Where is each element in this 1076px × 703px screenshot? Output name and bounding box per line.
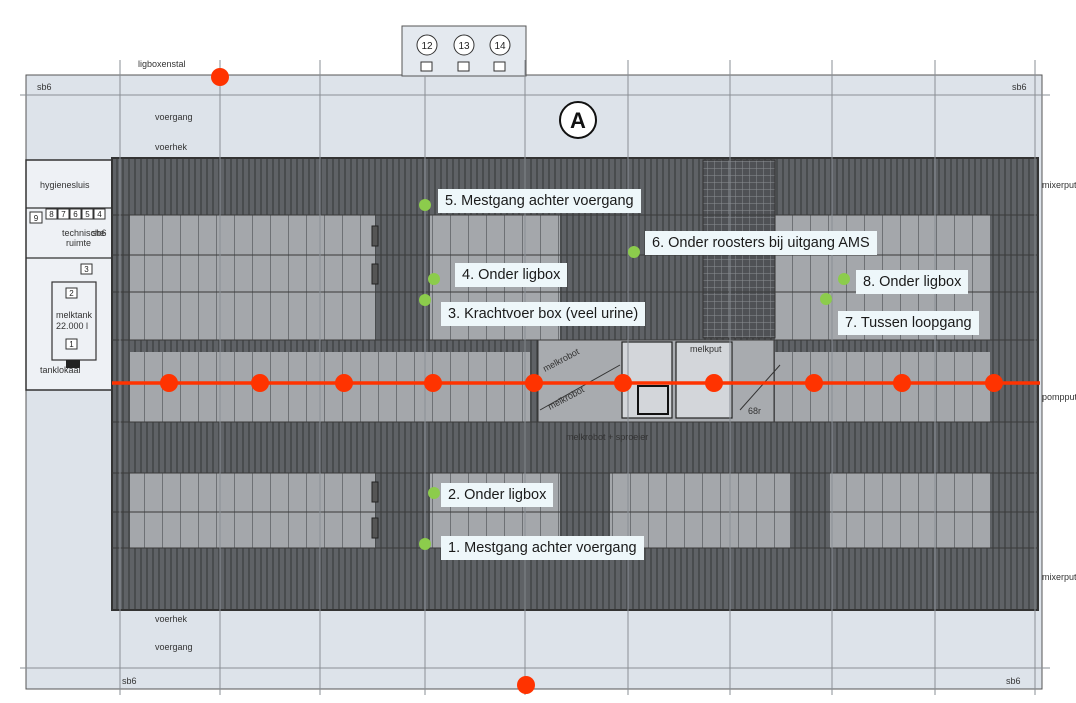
red-point-bottom [517, 676, 535, 694]
sb6-label: sb6 [122, 676, 137, 686]
red-point [160, 374, 178, 392]
annotation-3: 3. Krachtvoer box (veel urine) [441, 302, 646, 326]
building-name: ligboxenstal [138, 59, 186, 69]
red-point [614, 374, 632, 392]
sb6-label: sb6 [37, 82, 52, 92]
red-point [335, 374, 353, 392]
voerhek-top-label: voerhek [155, 142, 188, 152]
annotation-4: 4. Onder ligbox [455, 263, 568, 287]
red-point [985, 374, 1003, 392]
annotation-8: 8. Onder ligbox [856, 270, 969, 294]
annotation-6: 6. Onder roosters bij uitgang AMS [645, 231, 877, 255]
green-point-4 [428, 273, 440, 285]
green-sample-points [419, 199, 850, 550]
annotation-7: 7. Tussen loopgang [838, 311, 979, 335]
melkput-label: melkput [690, 344, 722, 354]
voerhek-bottom-label: voerhek [155, 614, 188, 624]
room-number: 6 [73, 210, 78, 219]
green-point-3 [419, 294, 431, 306]
bay-number: 13 [458, 41, 470, 52]
left-rooms [25, 159, 113, 391]
size-label: 68r [748, 406, 761, 416]
stall-markers [371, 225, 379, 539]
room-number: 7 [61, 210, 66, 219]
red-point [893, 374, 911, 392]
red-point [705, 374, 723, 392]
pompput-label: pompput [1042, 392, 1076, 402]
hygienesluis-label: hygienesluis [40, 180, 90, 190]
annotation-2: 2. Onder ligbox [441, 483, 554, 507]
bay-number: 14 [494, 41, 506, 52]
red-sample-points [160, 68, 1003, 694]
sb6-side-label: sb6 [92, 228, 107, 238]
bay-number: 12 [421, 41, 433, 52]
green-point-1 [419, 538, 431, 550]
melktank-label: melktank [56, 310, 93, 320]
mixerput-label: mixerput [1042, 572, 1076, 582]
bay-numbers: 12 13 14 [416, 34, 511, 72]
voergang-top-label: voergang [155, 112, 193, 122]
tank-number: 2 [69, 289, 74, 298]
section-a-label: A [570, 108, 586, 133]
room-number: 8 [49, 210, 54, 219]
technische-label: technische [62, 228, 105, 238]
annotation-5: 5. Mestgang achter voergang [438, 189, 641, 213]
melkrobot-sproeier-label: melkrobot + sproeier [566, 432, 648, 442]
tanklokaal-label: tanklokaal [40, 365, 81, 375]
tank-number: 1 [69, 340, 74, 349]
ruimte-label: ruimte [66, 238, 91, 248]
green-point-6 [628, 246, 640, 258]
green-point-7 [820, 293, 832, 305]
section-a-circle [559, 101, 597, 139]
small-room-numbers: 8 7 6 5 4 9 3 2 1 [29, 208, 106, 350]
melktank-volume-label: 22.000 l [56, 321, 88, 331]
green-point-2 [428, 487, 440, 499]
room-number: 5 [85, 210, 90, 219]
annotation-1: 1. Mestgang achter voergang [441, 536, 644, 560]
red-point [525, 374, 543, 392]
red-point [424, 374, 442, 392]
red-point-top [211, 68, 229, 86]
mixerput-label: mixerput [1042, 180, 1076, 190]
sb6-label: sb6 [1006, 676, 1021, 686]
voergang-bottom-label: voergang [155, 642, 193, 652]
sb6-label: sb6 [1012, 82, 1027, 92]
room-number: 4 [97, 210, 102, 219]
tank-number: 3 [84, 265, 89, 274]
green-point-5 [419, 199, 431, 211]
red-point [805, 374, 823, 392]
green-point-8 [838, 273, 850, 285]
side-number: 9 [34, 214, 39, 223]
red-point [251, 374, 269, 392]
